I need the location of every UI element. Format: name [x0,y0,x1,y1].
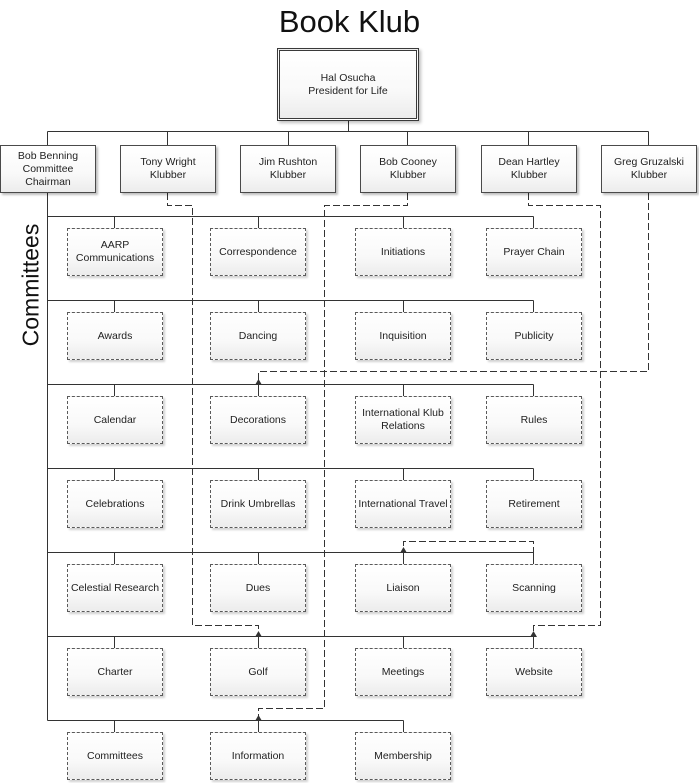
committee-box-awards: Awards [67,312,163,360]
committee-label: Dues [245,581,271,594]
connector-row-7 [47,720,404,732]
committee-label: Charter [97,665,133,678]
arrowhead-decorations [255,379,262,385]
connector-row-4 [47,468,534,480]
member-role: Klubber [630,169,668,181]
committee-box-calendar: Calendar [67,396,163,444]
committee-label: Website [515,665,553,678]
committee-box-membership: Membership [355,732,451,780]
dashed-link-scanning-liaison [403,541,534,564]
committee-box-inquisition: Inquisition [355,312,451,360]
connector-row-2 [47,300,534,312]
member-role: Klubber [269,169,307,181]
committee-box-dancing: Dancing [210,312,306,360]
committee-box-scanning: Scanning [486,564,582,612]
committee-box-celebrations: Celebrations [67,480,163,528]
dashed-link-tony-wright [167,193,259,636]
member-name: Bob Benning [17,149,79,162]
dashed-link-bob-cooney [258,193,408,720]
committee-box-international-klub-relations: International Klub Relations [355,396,451,444]
committee-box-celestial-research: Celestial Research [67,564,163,612]
member-box-jim-rushton: Jim Rushton Klubber [240,145,336,193]
committee-box-drink-umbrellas: Drink Umbrellas [210,480,306,528]
committee-label: Initiations [380,245,426,258]
diagram-title: Book Klub [278,4,421,39]
committee-box-dues: Dues [210,564,306,612]
committee-label: AARP Communications [75,239,155,264]
connector-row-5 [47,552,534,564]
president-name: Hal Osucha [320,71,376,84]
committee-label: International Klub Relations [362,407,444,432]
committee-label: Rules [520,413,548,426]
member-name: Jim Rushton [258,156,318,168]
committee-label: Celestial Research [70,581,160,594]
committee-box-meetings: Meetings [355,648,451,696]
member-name: Bob Cooney [379,156,437,168]
committee-label: Information [231,749,285,762]
committee-box-website: Website [486,648,582,696]
member-box-bob-benning: Bob Benning Committee Chairman [0,145,96,193]
committee-box-information: Information [210,732,306,780]
member-name: Dean Hartley [498,156,560,168]
committee-box-decorations: Decorations [210,396,306,444]
member-name: Greg Gruzalski [613,156,685,168]
committee-label: Meetings [381,665,425,678]
president-role: President for Life [308,84,388,97]
member-name: Tony Wright [140,156,196,168]
member-box-tony-wright: Tony Wright Klubber [120,145,216,193]
committee-label: Correspondence [219,245,297,258]
president-box: Hal Osucha President for Life [277,48,419,121]
committee-label: Membership [374,749,432,762]
committee-box-initiations: Initiations [355,228,451,276]
committee-box-aarp-communications: AARP Communications [67,228,163,276]
committee-box-liaison: Liaison [355,564,451,612]
committee-box-golf: Golf [210,648,306,696]
committee-box-prayer-chain: Prayer Chain [486,228,582,276]
member-role: Klubber [510,169,548,181]
dashed-link-greg-gruzalski [258,193,649,384]
committee-box-rules: Rules [486,396,582,444]
committee-label: Publicity [514,329,554,342]
arrowhead-website [530,631,537,637]
committee-label: International Travel [358,497,448,510]
committee-box-charter: Charter [67,648,163,696]
arrowhead-liaison [400,547,407,553]
connector-row-6 [47,636,534,648]
committee-box-committees: Committees [67,732,163,780]
member-box-dean-hartley: Dean Hartley Klubber [481,145,577,193]
committee-label: Celebrations [85,497,145,510]
member-role: Klubber [389,169,427,181]
committee-label: Calendar [93,413,137,426]
committee-label: Committees [86,749,143,762]
committee-box-retirement: Retirement [486,480,582,528]
connector-row-3 [47,384,534,396]
committee-label: Drink Umbrellas [220,497,296,510]
member-role: Klubber [149,169,187,181]
committee-label: Decorations [229,413,287,426]
member-role: Committee Chairman [22,162,74,188]
committee-box-international-travel: International Travel [355,480,451,528]
member-box-bob-cooney: Bob Cooney Klubber [360,145,456,193]
committee-label: Liaison [386,581,420,594]
committee-label: Dancing [238,329,278,342]
committee-box-correspondence: Correspondence [210,228,306,276]
committee-label: Golf [248,665,268,678]
committee-label: Awards [97,329,133,342]
committee-label: Retirement [508,497,560,510]
committee-label: Prayer Chain [503,245,565,258]
committee-box-publicity: Publicity [486,312,582,360]
arrowhead-information [255,715,262,721]
committee-label: Inquisition [379,329,427,342]
dashed-link-dean-hartley [528,193,601,636]
connector-row-1 [47,216,534,228]
member-box-greg-gruzalski: Greg Gruzalski Klubber [601,145,697,193]
committee-label: Scanning [512,581,556,594]
arrowhead-golf [255,631,262,637]
